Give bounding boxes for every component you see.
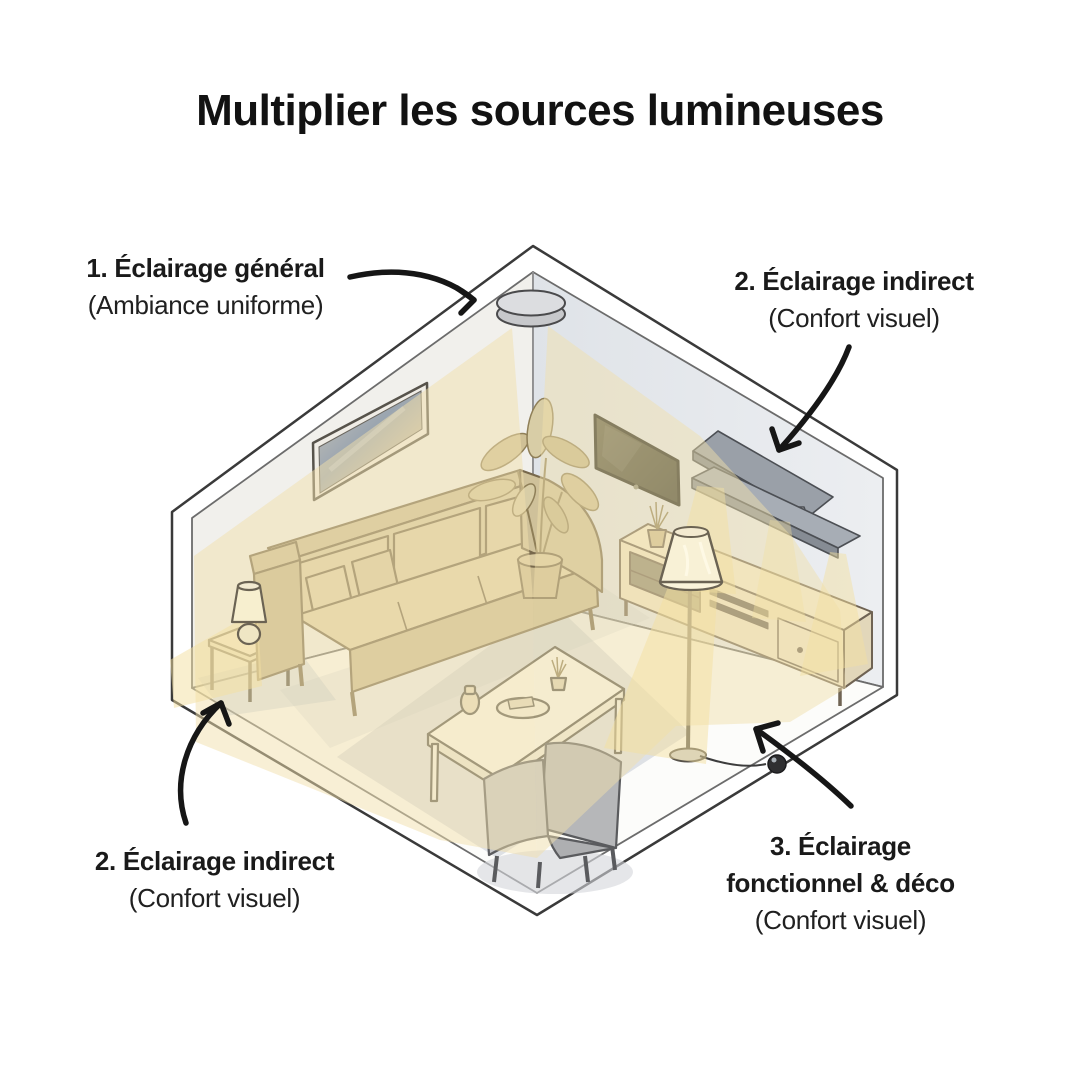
floor-lamp-shade xyxy=(658,526,724,592)
label-sub: (Ambiance uniforme) xyxy=(87,290,324,320)
wall-shelves xyxy=(691,430,861,559)
table-lamp xyxy=(230,580,268,646)
ceiling-beam-left xyxy=(194,328,537,858)
label-eclairage-general: 1. Éclairage général (Ambiance uniforme) xyxy=(48,250,363,324)
arrow-fonctionnel xyxy=(753,720,854,809)
table-lamp-beam xyxy=(170,620,262,708)
label-eclairage-fonctionnel: 3. Éclairage fonctionnel & déco (Confort… xyxy=(678,828,1003,939)
arrow-indirect-top xyxy=(769,344,852,453)
shelf-beam xyxy=(752,520,806,622)
label-bold: 2. Éclairage indirect xyxy=(94,846,335,876)
label-sub: (Confort visuel) xyxy=(128,883,301,913)
label-eclairage-indirect-bas: 2. Éclairage indirect (Confort visuel) xyxy=(52,843,377,917)
tv xyxy=(593,413,681,507)
shelf-beam xyxy=(800,552,868,676)
label-bold: fonctionnel & déco xyxy=(726,868,955,898)
ceiling-lamp xyxy=(496,289,566,328)
armchair-back xyxy=(539,741,623,850)
power-plug xyxy=(767,754,787,774)
label-sub: (Confort visuel) xyxy=(768,303,940,333)
power-cord xyxy=(699,755,767,767)
floor-lamp-beam xyxy=(604,582,718,764)
annotation-arrows xyxy=(177,269,854,826)
label-bold: 1. Éclairage général xyxy=(86,253,325,283)
armchair-shadow xyxy=(477,850,633,894)
light-beams xyxy=(170,326,868,858)
console-plant xyxy=(647,501,669,548)
label-eclairage-indirect-haut: 2. Éclairage indirect (Confort visuel) xyxy=(695,263,1013,337)
label-sub: (Confort visuel) xyxy=(754,905,927,935)
small-pot xyxy=(549,676,568,692)
label-bold: 2. Éclairage indirect xyxy=(734,266,974,296)
arrow-general xyxy=(347,269,477,316)
page-title: Multiplier les sources lumineuses xyxy=(196,86,884,135)
label-bold: 3. Éclairage xyxy=(770,831,911,861)
console-door xyxy=(777,617,839,683)
arrow-indirect-bottom xyxy=(177,700,232,826)
